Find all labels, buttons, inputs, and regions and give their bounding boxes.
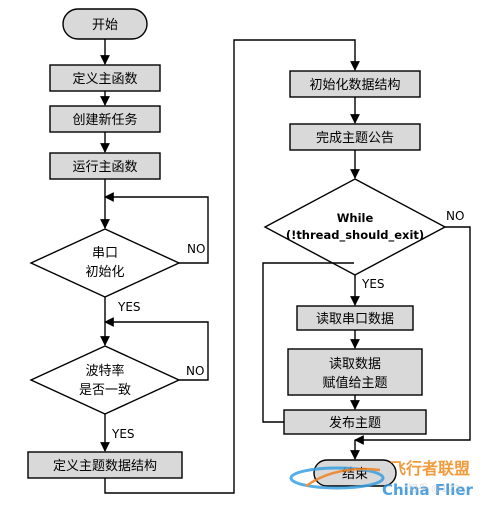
create-task-label: 创建新任务: [72, 112, 137, 128]
column-connector: [104, 39, 360, 494]
watermark-logo-icon: [289, 466, 385, 490]
init-struct-process: 初始化数据结构: [289, 70, 421, 98]
start-terminal: 开始: [62, 8, 148, 40]
no-label-1: NO: [187, 242, 205, 256]
no-loop-connector: [104, 192, 209, 264]
while-loop-decision: While (!thread_should_exit): [263, 178, 447, 276]
no-label-2: NO: [186, 364, 204, 378]
read-data-line1: 读取数据: [329, 357, 381, 372]
watermark: 飞行者联盟 China Flier 知乎 @123: [289, 459, 474, 499]
no-loop-connector-2: [104, 317, 209, 381]
announce-process: 完成主题公告: [289, 123, 421, 151]
define-main-process: 定义主函数: [49, 64, 161, 92]
serial-init-decision: 串口 初始化: [29, 228, 181, 298]
while-no-label: NO: [446, 209, 464, 223]
announce-label: 完成主题公告: [316, 131, 394, 146]
read-serial-process: 读取串口数据: [296, 305, 414, 331]
read-data-line2: 赋值给主题: [322, 375, 387, 391]
baud-check-decision: 波特率 是否一致: [29, 345, 181, 415]
start-label: 开始: [92, 18, 118, 33]
baud-line1: 波特率: [85, 363, 124, 379]
read-data-process: 读取数据 赋值给主题: [287, 348, 423, 396]
loop-back-connector: [262, 262, 354, 423]
publish-label: 发布主题: [329, 415, 381, 431]
create-task-process: 创建新任务: [49, 105, 161, 133]
serial-init-line2: 初始化: [85, 265, 124, 280]
while-exit-connector: [354, 226, 471, 445]
watermark-en: China Flier: [382, 481, 474, 499]
watermark-cn: 飞行者联盟: [390, 459, 470, 478]
watermark-user: 知乎 @123: [408, 482, 460, 495]
define-struct-process: 定义主题数据结构: [27, 451, 183, 479]
define-struct-label: 定义主题数据结构: [53, 459, 157, 474]
while-line1: While: [337, 211, 374, 225]
read-serial-label: 读取串口数据: [316, 312, 394, 327]
baud-line2: 是否一致: [79, 383, 131, 398]
while-line2: (!thread_should_exit): [286, 228, 424, 243]
serial-init-line1: 串口: [92, 246, 118, 261]
run-main-process: 运行主函数: [49, 152, 161, 180]
watermark-swoosh-icon: [305, 467, 381, 488]
while-yes-label: YES: [361, 277, 385, 291]
init-struct-label: 初始化数据结构: [309, 78, 400, 93]
yes-label-1: YES: [117, 300, 141, 314]
yes-label-2: YES: [111, 427, 135, 441]
publish-process: 发布主题: [283, 409, 427, 435]
define-main-label: 定义主函数: [72, 72, 137, 87]
run-main-label: 运行主函数: [72, 160, 137, 175]
